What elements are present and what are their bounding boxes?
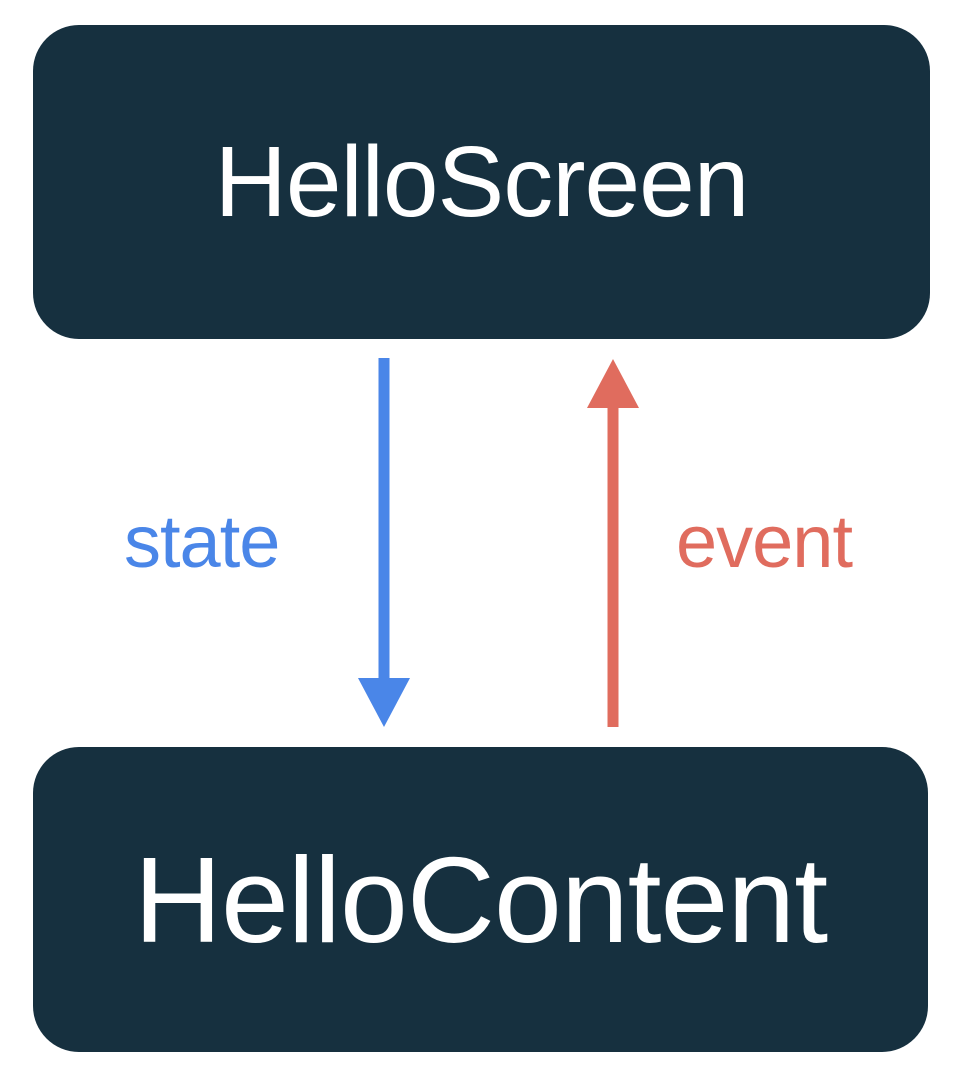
- node-hello-content[interactable]: HelloContent: [33, 747, 928, 1052]
- edge-label-event: event: [676, 500, 853, 583]
- edge-label-state: state: [124, 500, 280, 583]
- node-hello-content-label: HelloContent: [133, 831, 828, 968]
- state-arrow-down: [358, 358, 410, 727]
- event-arrow-up: [587, 359, 639, 727]
- node-hello-screen[interactable]: HelloScreen: [33, 25, 930, 339]
- node-hello-screen-label: HelloScreen: [214, 126, 750, 238]
